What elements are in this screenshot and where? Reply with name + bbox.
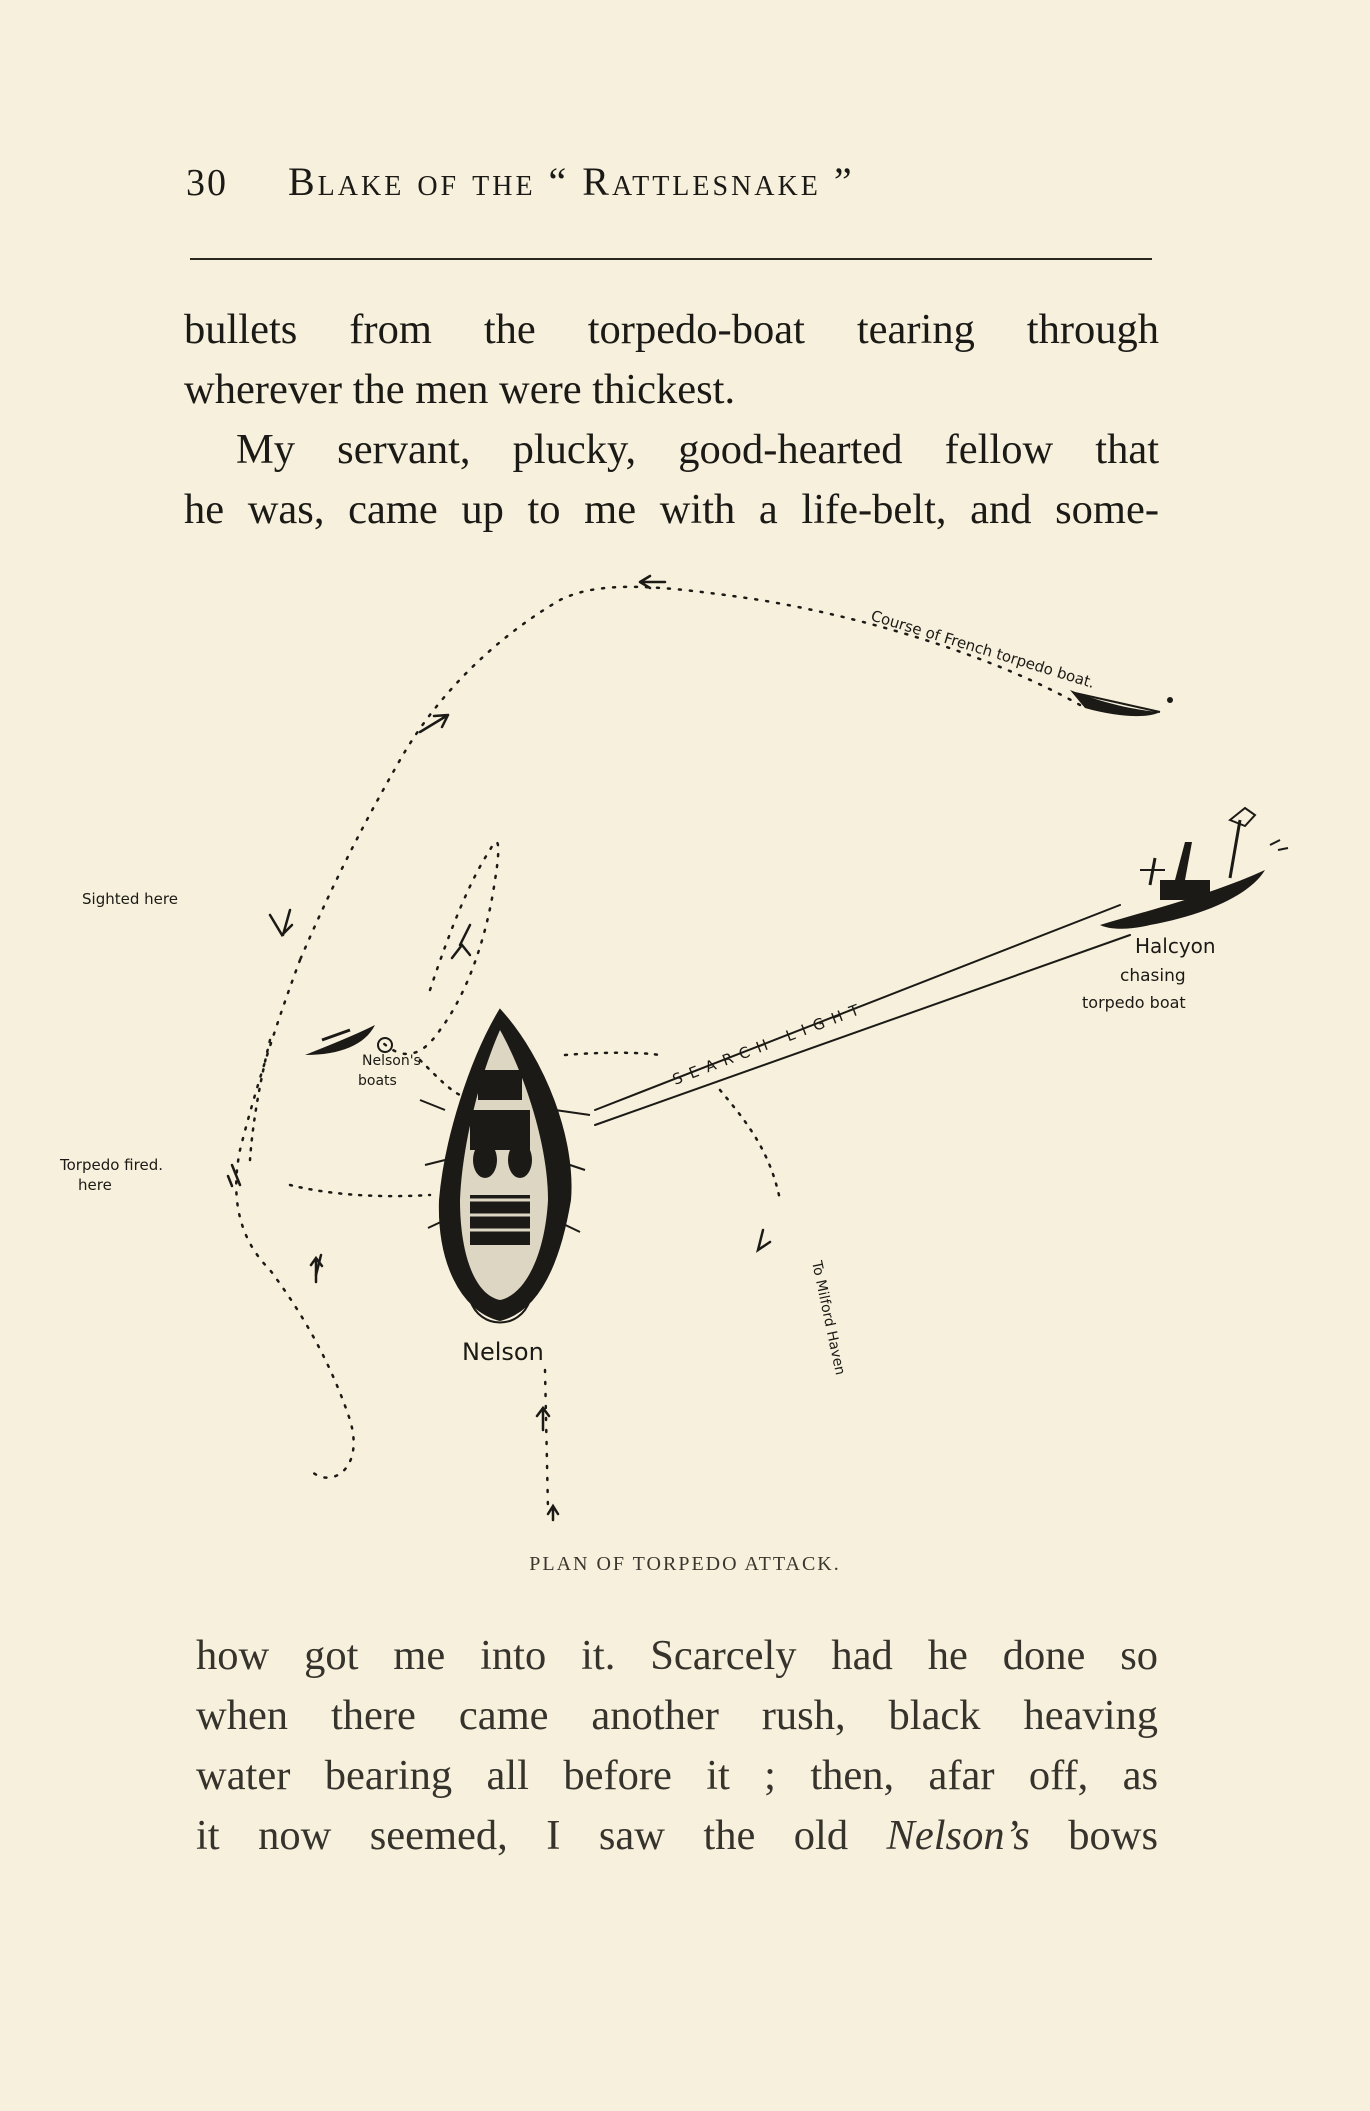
bottom-paragraph: how got me into it. Scarcely had he done… [196, 1626, 1158, 1866]
torpedo-fired-label-2: here [78, 1176, 112, 1194]
text-line: when there came another rush, black heav… [196, 1692, 1158, 1739]
text-line: he was, came up to me with a life-belt, … [184, 486, 1159, 533]
figure-caption: PLAN OF TORPEDO ATTACK. [529, 1553, 841, 1575]
nelson-label: Nelson [462, 1338, 544, 1366]
top-paragraphs: bullets from the torpedo-boat tearing th… [184, 300, 1159, 540]
ship-name-italic: Nelson’s [886, 1812, 1030, 1859]
running-title: Blake of the “ Rattlesnake ” [288, 159, 855, 204]
text-line: wherever the men were thickest. [184, 366, 736, 413]
text-fragment: bows [1029, 1812, 1158, 1859]
arrow-top [638, 574, 667, 590]
course-path-top [298, 585, 1082, 962]
halcyon-label-2: chasing [1120, 966, 1186, 986]
course-path-left [235, 958, 355, 1479]
header-rule [190, 258, 1152, 260]
loop-dots [418, 1058, 462, 1097]
torpedo-track [288, 1183, 432, 1198]
nelson-ship-icon [419, 1008, 591, 1324]
milford-path [718, 1088, 782, 1202]
torpedo-fired-label: Torpedo fired. [59, 1156, 163, 1174]
searchlight-beam-lower [594, 934, 1131, 1126]
arrow-loop [450, 923, 472, 960]
page-number: 30 [186, 162, 228, 204]
milford-label: To Milford Haven [808, 1259, 848, 1377]
sighted-dots [248, 1038, 272, 1162]
searchlight-beam-upper [594, 904, 1121, 1111]
nelsons-boats-icon [305, 1025, 393, 1055]
torpedo-attack-plan: Course of French torpedo boat. Sighted h… [59, 574, 1289, 1522]
torpedo-boat-icon [1070, 690, 1173, 717]
nelsons-boats-label-2: boats [358, 1073, 397, 1089]
course-label: Course of French torpedo boat. [869, 607, 1097, 692]
halcyon-label: Halcyon [1135, 934, 1216, 958]
course-path-loop [378, 840, 500, 1056]
arrow-sighted [268, 908, 294, 938]
text-line: water bearing all before it ; then, afar… [196, 1752, 1158, 1799]
text-line: bullets from the torpedo-boat tearing th… [184, 306, 1159, 353]
arrow-left-up-head [309, 1255, 324, 1284]
halcyon-label-3: torpedo boat [1082, 993, 1186, 1012]
nelson-side-dots [563, 1051, 662, 1057]
halcyon-ship-icon [1100, 806, 1289, 929]
text-line: how got me into it. Scarcely had he done… [196, 1632, 1158, 1679]
arrow-course-1 [418, 713, 450, 734]
sighted-label: Sighted here [82, 890, 178, 908]
searchlight-label: SEARCH LIGHT [670, 998, 869, 1089]
text-line: it now seemed, I saw the old Nelson’s bo… [196, 1806, 1158, 1866]
running-head: 30 Blake of the “ Rattlesnake ” [186, 158, 1136, 218]
torpedo-mark [226, 1163, 242, 1188]
arrow-nelson-wake-2 [546, 1503, 560, 1522]
text-line: My servant, plucky, good-hearted fellow … [236, 426, 1159, 473]
nelson-wake [543, 1368, 550, 1512]
text-fragment: it now seemed, I saw the old [196, 1812, 887, 1859]
arrow-milford [756, 1228, 772, 1253]
arrow-nelson-wake [535, 1405, 551, 1432]
nelsons-boats-label: Nelson's [362, 1053, 421, 1069]
